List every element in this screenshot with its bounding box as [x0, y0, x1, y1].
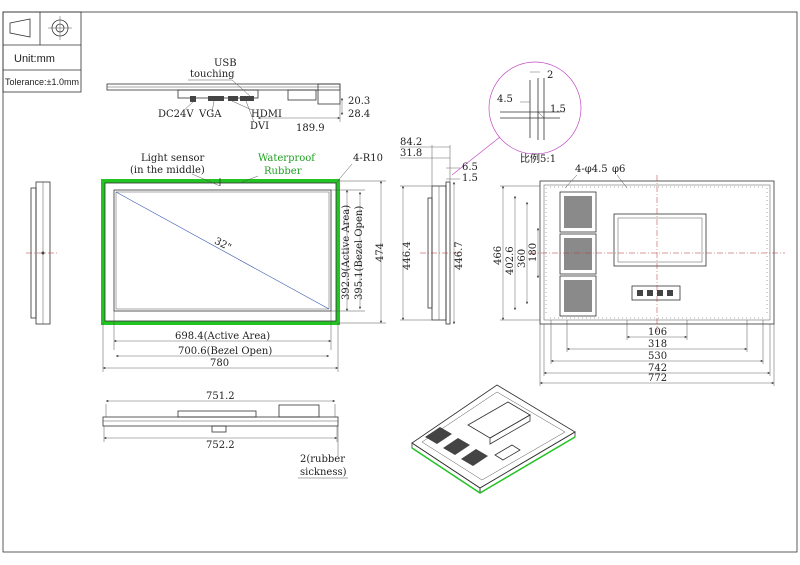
title-block: Unit:mm Tolerance:±1.0mm [2, 11, 82, 93]
vga-label: VGA [198, 109, 222, 120]
hdmi-port [228, 96, 238, 101]
total-height: 474 [375, 243, 386, 262]
side-dim-65: 6.5 [462, 162, 478, 173]
side-view: 446.4 446.7 84.2 31.8 6.5 1.5 [400, 137, 478, 325]
control-box [613, 213, 707, 267]
rear-h-530: 530 [648, 351, 667, 362]
rear-h-742: 742 [648, 363, 667, 374]
diagonal-label: 32" [212, 236, 232, 254]
rear-v-360: 360 [517, 249, 528, 268]
bottom-view: 751.2 752.2 2(rubber sickness) [102, 391, 348, 479]
total-width: 780 [210, 358, 229, 369]
port-offset: 189.9 [296, 123, 325, 134]
projection-cone-icon [9, 18, 31, 38]
speaker-grille-top [559, 191, 597, 233]
bezel-width: 700.6(Bezel Open) [178, 346, 272, 357]
tolerance-label: Tolerance:±1.0mm [5, 77, 79, 87]
dc24v-label: DC24V [158, 109, 194, 120]
active-width: 698.4(Active Area) [175, 331, 270, 342]
dc-port [190, 96, 196, 102]
rear-h-106: 106 [648, 327, 667, 338]
rear-v-180: 180 [528, 243, 539, 262]
hdmi-label: HDMI [251, 109, 282, 120]
detail-scale: 比例5:1 [520, 152, 556, 165]
side-dim-15: 1.5 [462, 173, 478, 184]
speaker-grille-middle [559, 233, 597, 275]
sheet-frame [2, 11, 798, 553]
rubber-thickness-1: 2(rubber [300, 454, 345, 465]
light-sensor-note: (in the middle) [130, 165, 205, 176]
rear-hole-2: φ6 [612, 164, 625, 175]
rubber-label: Rubber [264, 166, 302, 177]
port-panel [631, 285, 681, 301]
screen-diagonal [115, 191, 330, 310]
unit-label: Unit:mm [14, 53, 55, 65]
bezel-height: 395.1(Bezel Open) [354, 206, 365, 300]
light-sensor-label: Light sensor [141, 153, 205, 164]
radius-label: 4-R10 [353, 153, 383, 164]
dvi-label: DVI [250, 121, 269, 132]
rear-v-4026: 402.6 [505, 246, 516, 275]
detail-view: 2 4.5 1.5 比例5:1 [451, 61, 582, 176]
usb-label: USB [214, 58, 237, 69]
active-height: 392.9(Active Area) [341, 205, 352, 300]
detail-dim-15: 1.5 [550, 104, 566, 115]
bottom-width-bottom: 752.2 [206, 440, 235, 451]
depth-203: 20.3 [348, 96, 370, 107]
side-dim-318: 31.8 [400, 148, 422, 159]
rear-hole-1: 4-φ4.5 [575, 164, 608, 175]
left-side-view [26, 181, 58, 325]
projection-circle-icon [48, 16, 72, 40]
waterproof-label: Waterproof [258, 153, 316, 164]
dvi-port [240, 96, 254, 101]
front-view: Light sensor (in the middle) Waterproof … [101, 153, 386, 372]
rear-v-466: 466 [493, 246, 504, 265]
top-view: USB touching DC24V VGA HDMI DVI 20.3 28.… [106, 58, 370, 134]
vga-port [208, 96, 224, 101]
rear-view: 4-φ4.5 φ6 466 402.6 360 180 106 318 530 … [493, 164, 785, 386]
waterproof-rubber-outline [101, 179, 340, 325]
detail-dim-2: 2 [547, 70, 553, 81]
rubber-thickness-2: sickness) [300, 467, 347, 478]
depth-284: 28.4 [348, 109, 370, 120]
side-dim-842: 84.2 [400, 137, 422, 148]
speaker-grille-bottom [559, 275, 597, 317]
detail-dim-45: 4.5 [497, 94, 513, 105]
bottom-width-top: 751.2 [206, 391, 235, 402]
touching-label: touching [190, 69, 235, 80]
rear-h-318: 318 [648, 339, 667, 350]
side-height-outer: 446.4 [402, 241, 413, 270]
side-height-inner: 446.7 [454, 241, 465, 270]
rear-h-772: 772 [648, 373, 667, 384]
isometric-view [411, 384, 576, 494]
